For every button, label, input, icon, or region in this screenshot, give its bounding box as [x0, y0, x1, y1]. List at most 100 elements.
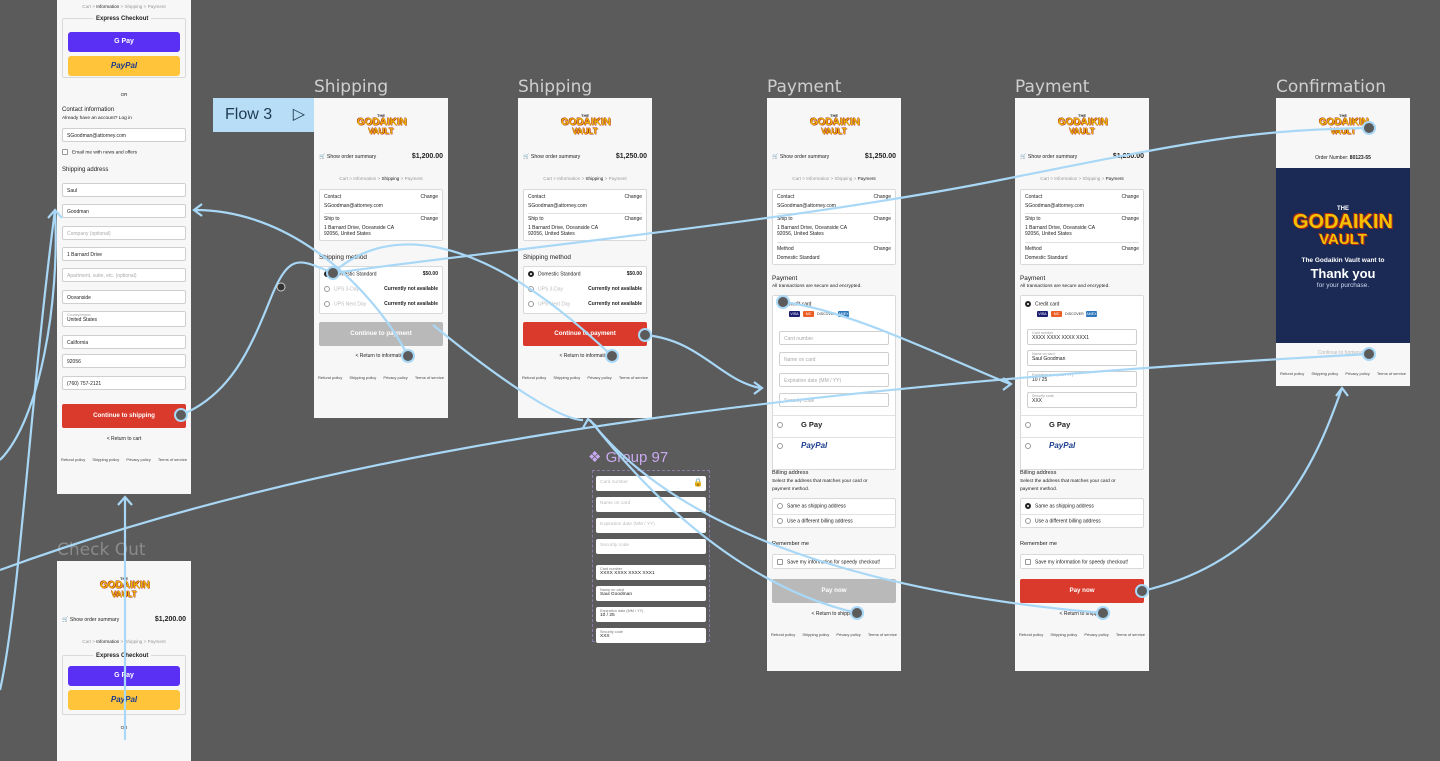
group-exp-field[interactable]: Expiration date (MM / YY)	[596, 518, 706, 533]
name-on-card-field[interactable]: Name on card	[779, 352, 889, 366]
remember-checkbox[interactable]: Save my information for speedy checkout!	[1020, 554, 1144, 569]
paypal-button[interactable]: PayPal	[68, 56, 180, 76]
company-field[interactable]: Company (optional)	[62, 226, 186, 240]
apartment-field[interactable]: Apartment, suite, etc. (optional)	[62, 268, 186, 282]
wire-1	[180, 261, 334, 417]
continue-to-shipping-button[interactable]: Continue to shipping	[62, 404, 186, 428]
last-name-field[interactable]: Goodman	[62, 204, 186, 218]
order-summary-toggle[interactable]: 🛒 Show order summary $1,200.00	[319, 153, 443, 160]
remember-checkbox[interactable]: Save my information for speedy checkout!	[772, 554, 896, 569]
change-contact-link[interactable]: Change	[420, 194, 438, 200]
pay-now-button[interactable]: Pay now	[1020, 579, 1144, 603]
credit-card-option[interactable]: Credit card	[777, 301, 891, 307]
same-as-shipping-option[interactable]: Same as shipping address	[777, 503, 891, 509]
arrow-head	[1002, 377, 1013, 391]
group-cvv-field[interactable]: Security code	[596, 539, 706, 554]
expiration-field[interactable]: Expiration date (MM / YY)10 / 25	[1027, 371, 1137, 387]
privacy-link[interactable]: Privacy policy	[126, 457, 151, 462]
address-field[interactable]: 1 Barnard Drive	[62, 247, 186, 261]
state-select[interactable]: California	[62, 335, 186, 349]
continue-to-payment-button[interactable]: Continue to payment	[523, 322, 647, 346]
order-summary-toggle[interactable]: 🛒 Show order summary $1,200.00	[62, 616, 186, 623]
same-as-shipping-option[interactable]: Same as shipping address	[1025, 503, 1139, 509]
continue-to-payment-button[interactable]: Continue to payment	[319, 322, 443, 346]
news-checkbox[interactable]: Email me with news and offers	[62, 149, 137, 155]
order-summary-toggle[interactable]: 🛒 Show order summary $1,250.00	[523, 153, 647, 160]
gpay-option[interactable]: G Pay	[777, 420, 891, 438]
paypal-option[interactable]: PayPal	[777, 441, 891, 459]
order-summary-toggle[interactable]: 🛒 Show order summary $1,250.00	[772, 153, 896, 160]
refund-link[interactable]: Refund policy	[61, 457, 86, 462]
want-to-text: The Godaikin Vault want to	[1301, 257, 1385, 264]
gpay-button[interactable]: G Pay	[68, 32, 180, 52]
paypal-button[interactable]: PayPal	[68, 690, 180, 710]
phone-field[interactable]: (760) 757-2121	[62, 376, 186, 390]
gpay-option[interactable]: G Pay	[1025, 420, 1139, 438]
return-to-information-link[interactable]: < Return to information	[559, 353, 611, 359]
option-domestic[interactable]: Domestic Standard$50.00	[324, 271, 438, 277]
discover-icon: DISCOVER	[817, 311, 836, 317]
pay-now-button[interactable]: Pay now	[772, 579, 896, 603]
first-name-field[interactable]: Saul	[62, 183, 186, 197]
payment-heading: Payment	[772, 275, 798, 282]
flow-start-tag[interactable]: Flow 3 ▷	[213, 98, 315, 132]
terms-link[interactable]: Terms of service	[157, 457, 187, 462]
security-code-field[interactable]: Security code	[779, 393, 889, 407]
arrow-head	[753, 381, 764, 395]
frame-information[interactable]: Cart > Information > Shipping > Payment …	[57, 0, 191, 494]
group-97[interactable]: Card number 🔒 Name on card Expiration da…	[592, 470, 710, 643]
group-card-number-field[interactable]: Card number	[596, 476, 706, 491]
group-exp-filled[interactable]: Expiration date (MM / YY)10 / 25	[596, 607, 706, 622]
card-number-field[interactable]: Card number	[779, 331, 889, 345]
country-select[interactable]: Country/region United States	[62, 311, 186, 327]
return-to-shipping-link[interactable]: < Return to shipping	[811, 611, 857, 617]
credit-card-option[interactable]: Credit card	[1025, 301, 1139, 307]
zip-field[interactable]: 92056	[62, 354, 186, 368]
have-account-text[interactable]: Already have an account? Log in	[62, 116, 132, 121]
group-97-label[interactable]: ❖ Group 97	[588, 449, 669, 466]
return-to-cart-link[interactable]: < Return to cart	[106, 436, 142, 442]
option-domestic[interactable]: Domestic Standard$50.00	[528, 271, 642, 277]
city-field[interactable]: Oceanside	[62, 290, 186, 304]
contact-heading: Contact information	[62, 107, 115, 113]
breadcrumb: Cart > Information > Shipping > Payment	[82, 4, 166, 9]
group-name-field[interactable]: Name on card	[596, 497, 706, 512]
paypal-option[interactable]: PayPal	[1025, 441, 1139, 459]
different-billing-option[interactable]: Use a different billing address	[1025, 518, 1139, 524]
shipping-policy-link[interactable]: Shipping policy	[92, 457, 120, 462]
return-to-shipping-link[interactable]: < Return to shipping	[1059, 611, 1105, 617]
change-ship-link[interactable]: Change	[420, 216, 438, 222]
gpay-button[interactable]: G Pay	[68, 666, 180, 686]
breadcrumb: Cart > Information > Shipping > Payment	[1040, 176, 1124, 181]
email-field[interactable]: SGoodman@attorney.com	[62, 128, 186, 142]
different-billing-option[interactable]: Use a different billing address	[777, 518, 891, 524]
expiration-field[interactable]: Expiration date (MM / YY)	[779, 373, 889, 387]
wire-7	[1141, 387, 1344, 593]
return-to-information-link[interactable]: < Return to information	[355, 353, 407, 359]
or-divider: OR	[120, 92, 128, 97]
continue-to-homepage-link[interactable]: Continue to homepage	[1317, 350, 1369, 356]
order-summary-toggle[interactable]: 🛒 Show order summary $1,250.00	[1020, 153, 1144, 160]
